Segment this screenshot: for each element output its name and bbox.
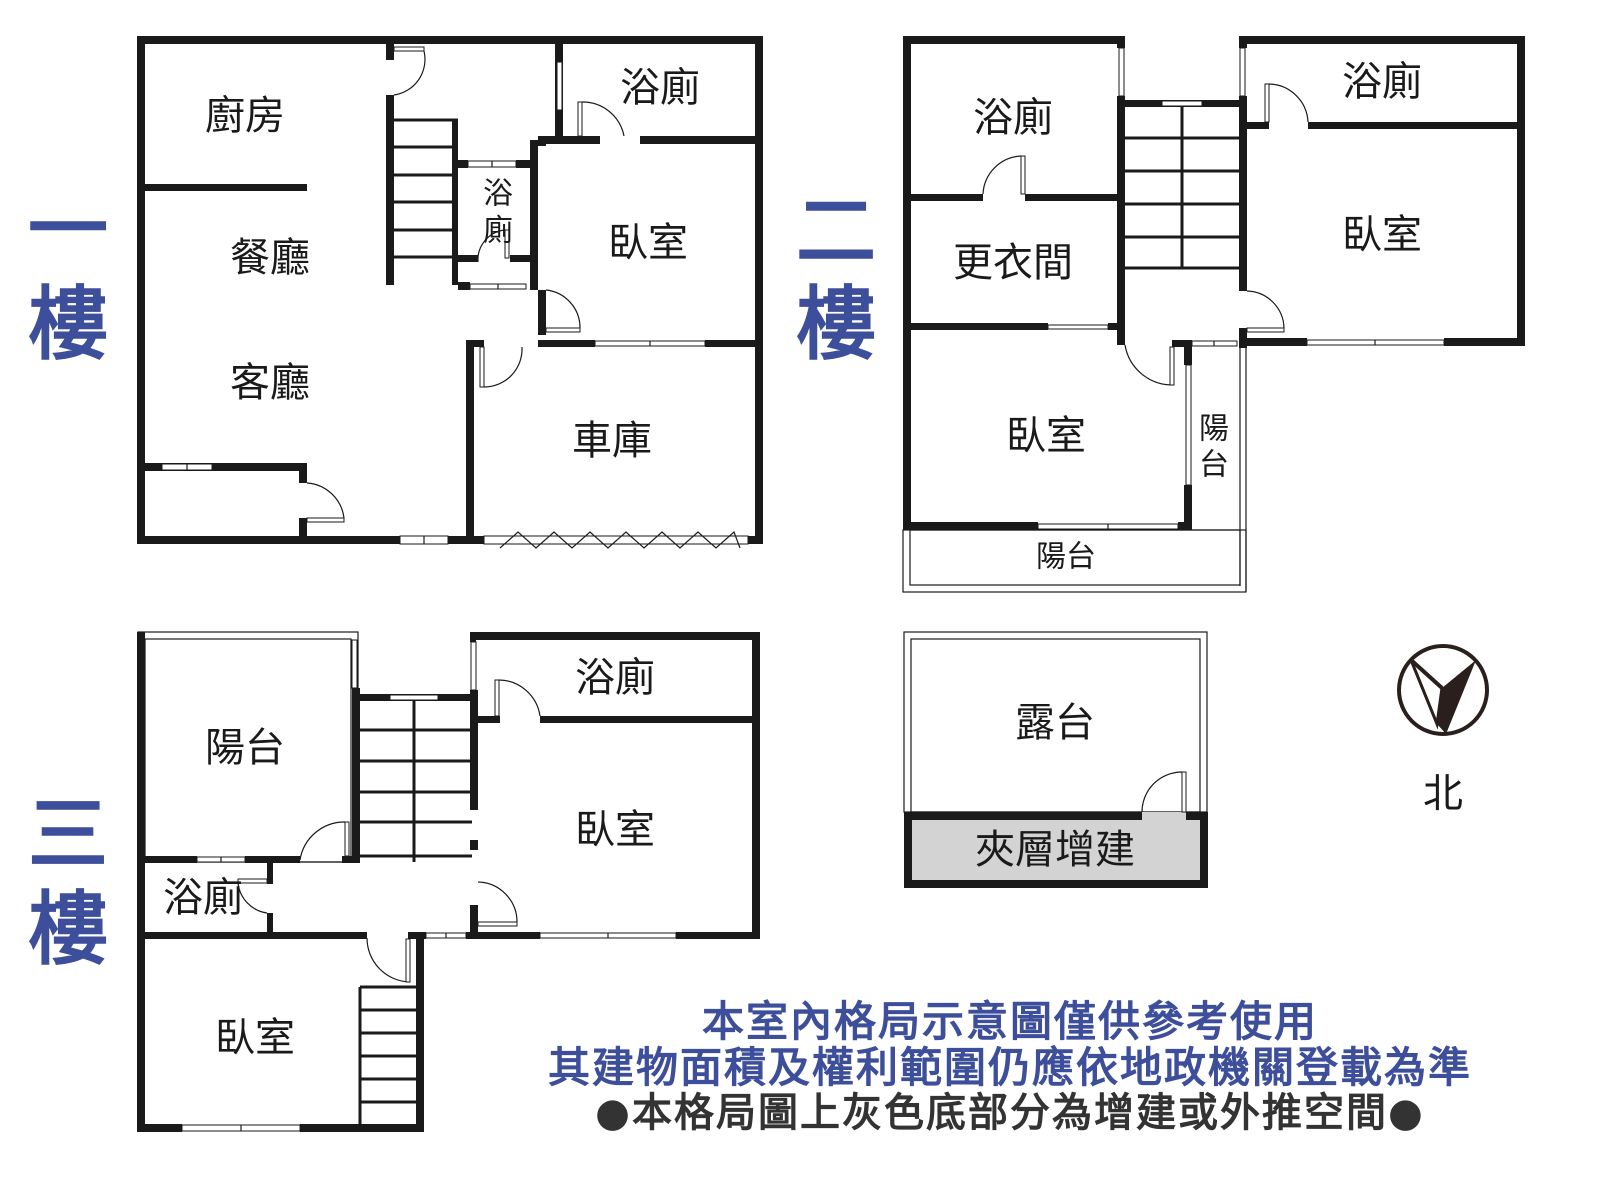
roof-plan: 露台 夾層增建 bbox=[903, 631, 1208, 888]
floor-2-bath-left-label: 浴廁 bbox=[973, 95, 1053, 141]
floor-2-label-number: 二 bbox=[796, 185, 876, 278]
mezzanine-extension-area bbox=[904, 812, 1208, 888]
disclaimer-line-2: 其建物面積及權利範圍仍應依地政機關登載為準 bbox=[547, 1043, 1472, 1092]
floor-1-label-number: 一 bbox=[28, 183, 108, 276]
floor-3-stairs-upper bbox=[360, 701, 472, 862]
floor-1-plan: 一 樓 bbox=[28, 36, 763, 549]
roof-terrace-label: 露台 bbox=[1015, 700, 1095, 746]
floor-1-bedroom-label: 臥室 bbox=[608, 220, 688, 266]
floor-3-bath-right-label: 浴廁 bbox=[575, 655, 655, 701]
compass-north-label: 北 bbox=[1423, 771, 1463, 817]
floor-2-dressing-room-label: 更衣間 bbox=[953, 240, 1073, 286]
floor-1-stairs bbox=[394, 118, 458, 259]
floor-1-label-lou: 樓 bbox=[28, 278, 108, 371]
floor-2-stairs bbox=[1125, 107, 1239, 270]
garage-folding-door bbox=[499, 530, 741, 549]
north-arrow-icon bbox=[1397, 644, 1489, 736]
floor-3-balcony-label: 陽台 bbox=[205, 725, 285, 771]
mezzanine-extension-label: 夾層增建 bbox=[975, 827, 1135, 873]
floor-3-plan: 三 樓 bbox=[28, 631, 760, 1132]
floor-1-kitchen-label: 廚房 bbox=[205, 93, 285, 139]
floor-2-bedroom-left-label: 臥室 bbox=[1006, 413, 1086, 459]
disclaimer-line-3: ●本格局圖上灰色底部分為增建或外推空間● bbox=[595, 1090, 1425, 1136]
disclaimer-line-1: 本室內格局示意圖僅供參考使用 bbox=[701, 997, 1318, 1046]
floor-3-label-lou: 樓 bbox=[28, 883, 108, 976]
floor-1-dining-label: 餐廳 bbox=[230, 235, 310, 281]
floor-3-bedroom-right-label: 臥室 bbox=[575, 807, 655, 853]
floor-2-label-lou: 樓 bbox=[796, 278, 876, 371]
floor-1-garage-label: 車庫 bbox=[572, 418, 652, 464]
floor-3-stairs-lower bbox=[358, 985, 416, 1128]
floor-2-bedroom-right-label: 臥室 bbox=[1342, 212, 1422, 258]
floor-1-living-label: 客廳 bbox=[230, 360, 310, 406]
floor-3-bath-left-label: 浴廁 bbox=[163, 875, 243, 921]
floor-2-side-balcony-label-2: 台 bbox=[1199, 448, 1229, 483]
floor-2-bottom-balcony-label: 陽台 bbox=[1036, 540, 1096, 575]
floor-3-bedroom-left-label: 臥室 bbox=[215, 1015, 295, 1061]
floor-1-bath-top-label: 浴廁 bbox=[620, 65, 700, 111]
floor-2-plan: 二 樓 bbox=[796, 36, 1525, 593]
floor-1-bath-small-label-1: 浴 bbox=[483, 177, 513, 212]
floor-1-bath-small-label-2: 廁 bbox=[483, 214, 513, 249]
floor-3-label-number: 三 bbox=[28, 788, 108, 881]
floor-2-bath-right-label: 浴廁 bbox=[1342, 59, 1422, 105]
floor-2-side-balcony-label-1: 陽 bbox=[1199, 412, 1229, 447]
